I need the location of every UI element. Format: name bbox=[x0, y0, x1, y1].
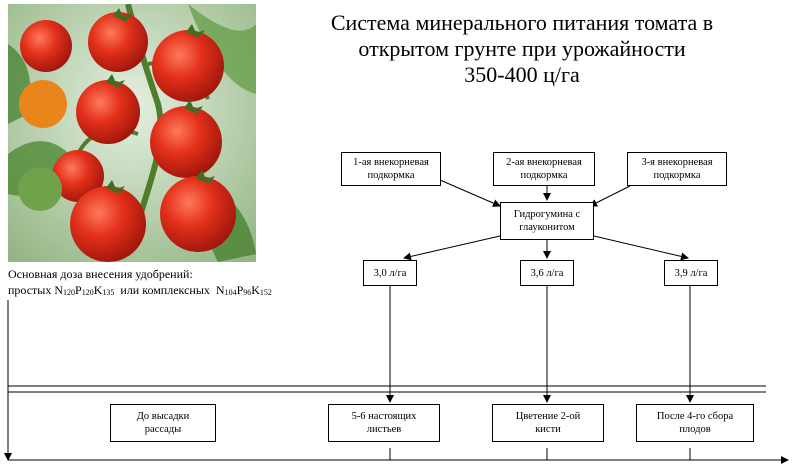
dose-1-box: 3,0 л/га bbox=[363, 260, 417, 286]
foliar-feeding-2-box: 2-ая внекорневая подкормка bbox=[493, 152, 595, 186]
basic-dose-text: Основная доза внесения удобрений: просты… bbox=[8, 266, 272, 301]
product-box: Гидрогумина с глауконитом bbox=[500, 202, 594, 240]
title-line-3: 350-400 ц/га bbox=[464, 62, 580, 87]
arrow-foliar-3-to-product bbox=[589, 185, 631, 207]
npk-element: N bbox=[54, 283, 64, 297]
arrow-foliar-1-to-product bbox=[439, 179, 501, 207]
stage-3-box: Цветение 2-ой кисти bbox=[492, 404, 604, 442]
basic-dose-prefix: простых bbox=[8, 283, 52, 297]
npk-element: K bbox=[251, 283, 260, 297]
basic-dose-middle: или комплексных bbox=[117, 283, 213, 297]
foliar-feeding-3-box: 3-я внекорневая подкормка bbox=[627, 152, 727, 186]
dose-value: 3,9 л/га bbox=[674, 267, 708, 279]
box-line: плодов bbox=[679, 424, 711, 435]
box-line: 1-ая внекорневая bbox=[353, 157, 429, 168]
stage-2-box: 5-6 настоящих листьев bbox=[328, 404, 440, 442]
foliar-feeding-1-box: 1-ая внекорневая подкормка bbox=[341, 152, 441, 186]
basic-dose-line-2: простых N120P120K135 или комплексных N10… bbox=[8, 282, 272, 301]
box-line: Цветение 2-ой bbox=[515, 411, 581, 422]
stage-1-box: До высадки рассады bbox=[110, 404, 216, 442]
npk-element: P bbox=[236, 283, 244, 297]
box-line: 2-ая внекорневая bbox=[506, 157, 582, 168]
box-line: 3-я внекорневая bbox=[641, 157, 713, 168]
npk-rate: 104 bbox=[224, 288, 237, 297]
npk-rate: 96 bbox=[243, 288, 252, 297]
arrow-product-to-dose-1 bbox=[403, 235, 501, 261]
npk-element: K bbox=[93, 283, 103, 297]
box-line: кисти bbox=[535, 424, 561, 435]
box-line: листьев bbox=[366, 424, 402, 435]
npk-element: N bbox=[215, 283, 225, 297]
arrow-product-to-dose-3 bbox=[593, 235, 689, 261]
tomato-fruits bbox=[18, 12, 236, 262]
stage-4-box: После 4-го сбора плодов bbox=[636, 404, 754, 442]
box-line: До высадки bbox=[136, 411, 190, 422]
npk-rate: 135 bbox=[102, 288, 115, 297]
npk-rate: 152 bbox=[259, 288, 272, 297]
dose-value: 3,6 л/га bbox=[530, 267, 564, 279]
dose-2-box: 3,6 л/га bbox=[520, 260, 574, 286]
simple-npk: N120P120K135 bbox=[54, 283, 117, 297]
npk-rate: 120 bbox=[81, 288, 94, 297]
diagram-title: Система минерального питания томата в от… bbox=[262, 10, 782, 88]
tomato-photo bbox=[8, 4, 256, 262]
basic-dose-line-1: Основная доза внесения удобрений: bbox=[8, 267, 193, 281]
box-line: 5-6 настоящих bbox=[351, 411, 417, 422]
box-line: глауконитом bbox=[519, 222, 575, 233]
box-line: подкормка bbox=[367, 170, 415, 181]
title-line-1: Система минерального питания томата в bbox=[330, 10, 714, 35]
dose-value: 3,0 л/га bbox=[373, 267, 407, 279]
box-line: После 4-го сбора bbox=[656, 411, 734, 422]
npk-element: P bbox=[75, 283, 82, 297]
box-line: Гидрогумина с bbox=[513, 209, 581, 220]
complex-npk: N104P96K152 bbox=[216, 283, 272, 297]
dose-3-box: 3,9 л/га bbox=[664, 260, 718, 286]
npk-rate: 120 bbox=[63, 288, 76, 297]
box-line: рассады bbox=[144, 424, 182, 435]
box-line: подкормка bbox=[520, 170, 568, 181]
box-line: подкормка bbox=[653, 170, 701, 181]
title-line-2: открытом грунте при урожайности bbox=[358, 36, 686, 61]
